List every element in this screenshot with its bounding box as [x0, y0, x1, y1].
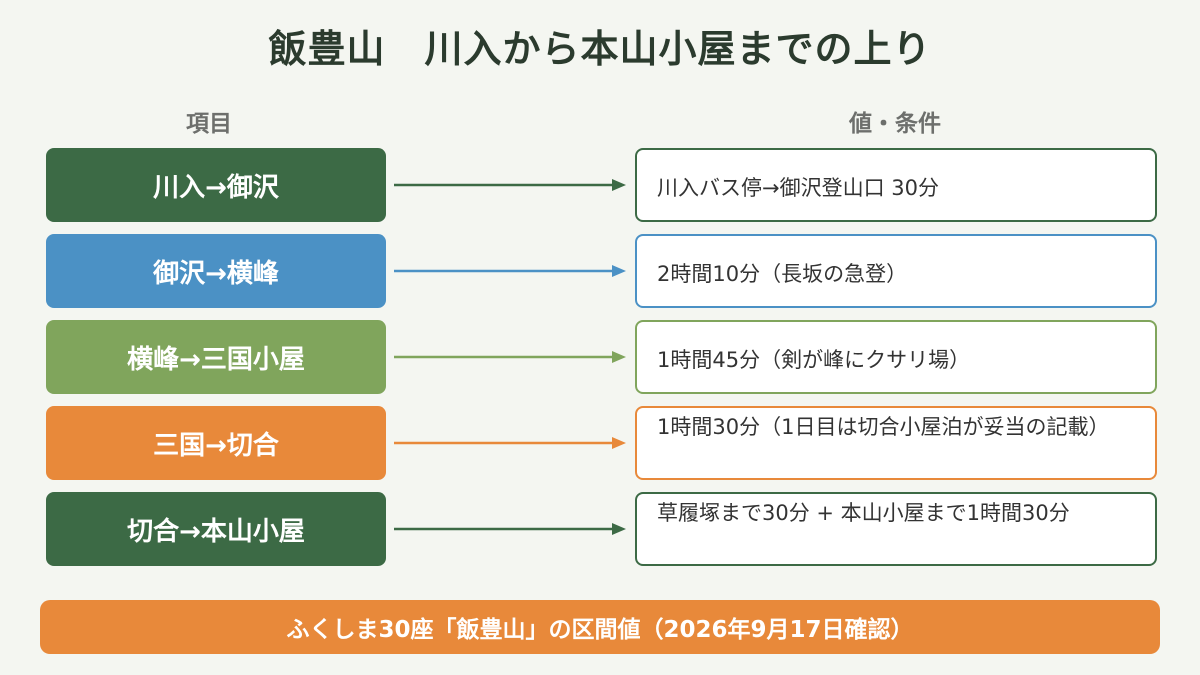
- column-header-item: 項目: [186, 111, 232, 137]
- value-box: 草履塚まで30分 + 本山小屋まで1時間30分: [635, 492, 1157, 566]
- value-box: 2時間10分（長坂の急登）: [635, 234, 1157, 308]
- section-row: 切合→本山小屋 草履塚まで30分 + 本山小屋まで1時間30分: [0, 492, 1200, 566]
- arrow-icon: [394, 437, 626, 449]
- step-box: 三国→切合: [46, 406, 386, 480]
- section-rows: 川入→御沢 川入バス停→御沢登山口 30分 御沢→横峰 2時間10分（長坂の急登…: [0, 148, 1200, 578]
- value-box: 1時間30分（1日目は切合小屋泊が妥当の記載）: [635, 406, 1157, 480]
- step-box: 御沢→横峰: [46, 234, 386, 308]
- section-row: 御沢→横峰 2時間10分（長坂の急登）: [0, 234, 1200, 308]
- arrow-icon: [394, 179, 626, 191]
- section-row: 三国→切合 1時間30分（1日目は切合小屋泊が妥当の記載）: [0, 406, 1200, 480]
- section-row: 横峰→三国小屋 1時間45分（剣が峰にクサリ場）: [0, 320, 1200, 394]
- page-title: 飯豊山 川入から本山小屋までの上り: [268, 27, 932, 71]
- column-header-value: 値・条件: [849, 111, 941, 137]
- value-box: 1時間45分（剣が峰にクサリ場）: [635, 320, 1157, 394]
- arrow-icon: [394, 351, 626, 363]
- step-box: 切合→本山小屋: [46, 492, 386, 566]
- step-box: 横峰→三国小屋: [46, 320, 386, 394]
- source-banner: ふくしま30座「飯豊山」の区間値（2026年9月17日確認）: [40, 600, 1160, 654]
- arrow-icon: [394, 265, 626, 277]
- value-box: 川入バス停→御沢登山口 30分: [635, 148, 1157, 222]
- section-row: 川入→御沢 川入バス停→御沢登山口 30分: [0, 148, 1200, 222]
- arrow-icon: [394, 523, 626, 535]
- step-box: 川入→御沢: [46, 148, 386, 222]
